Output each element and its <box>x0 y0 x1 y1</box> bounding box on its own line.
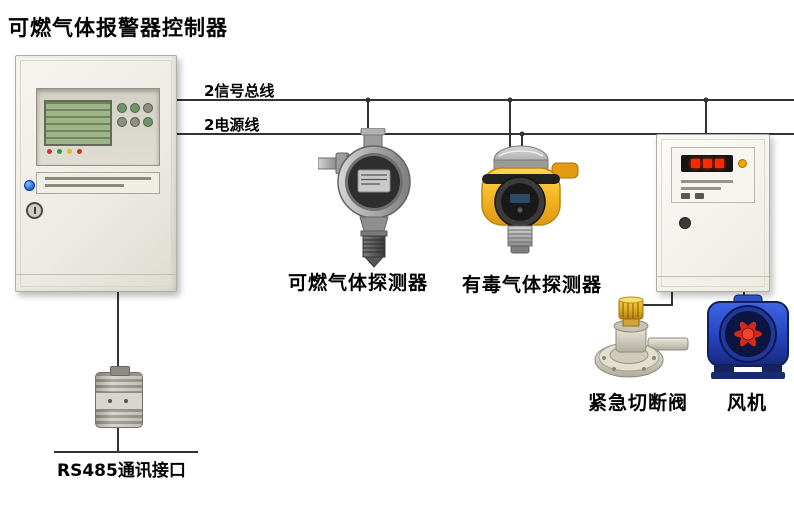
fan-foot <box>714 364 734 374</box>
sensor-ridges <box>508 229 532 243</box>
page-title: 可燃气体报警器控制器 <box>8 16 228 40</box>
flammable-detector-illustration <box>318 128 411 268</box>
fan-valve-control-box <box>656 134 770 292</box>
led-segment <box>702 159 712 168</box>
box-bottom-seam <box>657 276 769 277</box>
adapter-pin <box>124 399 128 403</box>
fan-label: 风机 <box>727 392 768 414</box>
panel-button <box>130 103 140 113</box>
panel-button <box>681 193 690 199</box>
flammable-detector-label: 可燃气体探测器 <box>288 272 429 294</box>
box-door <box>661 139 765 287</box>
panel-button <box>143 103 153 113</box>
nameplate-text-bar <box>45 184 125 187</box>
fault-led <box>67 149 72 154</box>
sensor-housing <box>362 235 386 258</box>
impeller-hub <box>741 327 755 341</box>
side-conduit <box>551 162 579 179</box>
nameplate-strip <box>36 172 160 194</box>
mini-display <box>510 194 530 203</box>
adapter-connector-stub <box>110 366 130 376</box>
fan-base <box>711 372 785 379</box>
sensor-housing <box>507 225 533 247</box>
adapter-band <box>96 392 142 410</box>
door-lock-keyhole <box>26 202 43 219</box>
fan-illustration <box>707 294 789 379</box>
rs485-label: RS485通讯接口 <box>57 461 186 481</box>
controller-buttons <box>117 103 155 127</box>
panel-button <box>695 193 704 199</box>
led-segment <box>714 159 724 168</box>
flange-bolt <box>642 367 646 371</box>
toxic-detector-label: 有毒气体探测器 <box>462 274 603 296</box>
faceplate-text-lines <box>361 174 387 185</box>
fan-foot <box>762 364 782 374</box>
led-segment <box>690 159 700 168</box>
power-led <box>57 149 62 154</box>
flange-bolt <box>652 356 656 360</box>
panel-button <box>117 117 127 127</box>
signal-bus-label: 2信号总线 <box>204 82 275 100</box>
status-leds <box>47 149 82 154</box>
rs485-adapter <box>95 366 143 428</box>
shutoff-valve-label: 紧急切断阀 <box>588 392 689 414</box>
outlet-pipe <box>647 337 689 351</box>
controller-panel <box>36 88 160 166</box>
alarm-led <box>47 149 52 154</box>
panel-button <box>130 117 140 127</box>
flange-bolt <box>612 367 616 371</box>
adapter-pin <box>108 399 112 403</box>
power-line-label: 2电源线 <box>204 116 260 134</box>
detector-neck <box>359 216 389 232</box>
panel-button <box>117 103 127 113</box>
sensor-ridges <box>363 239 385 253</box>
toxic-detector-illustration <box>481 145 579 254</box>
sensor-tip <box>363 256 385 268</box>
panel-text-bar <box>681 180 733 183</box>
alarm-controller-cabinet <box>15 55 177 292</box>
box-keyhole <box>679 217 691 229</box>
panel-button <box>143 117 153 127</box>
amber-indicator <box>738 159 747 168</box>
shutoff-valve-illustration <box>594 296 689 378</box>
lcd-screen <box>44 100 112 146</box>
cabinet-door <box>20 60 172 287</box>
alarm-led <box>77 149 82 154</box>
led-readout <box>681 155 733 172</box>
nameplate-text-bar <box>45 177 151 180</box>
flange-bolt <box>602 356 606 360</box>
panel-text-bar <box>681 187 721 190</box>
detector-faceplate <box>357 169 391 193</box>
door-indicator-led <box>24 180 35 191</box>
cabinet-bottom-seam <box>16 274 176 275</box>
box-display-panel <box>671 147 755 203</box>
panel-buttons <box>681 193 704 199</box>
